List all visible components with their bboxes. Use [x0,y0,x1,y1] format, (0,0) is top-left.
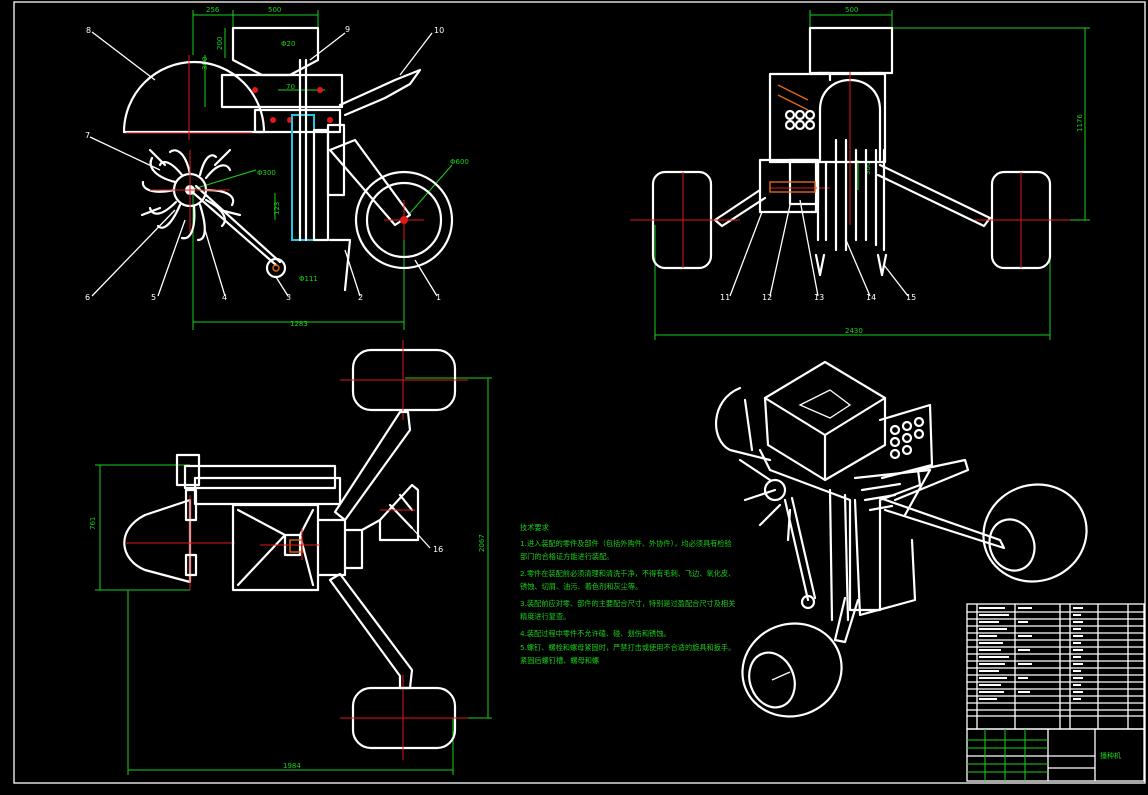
dim-phi600: Φ600 [450,158,469,166]
rear-view-callouts: 11 12 13 14 15 [720,199,916,302]
callout-16: 16 [433,545,443,554]
iso-lower-arm [833,596,860,644]
top-dim-2067: 2067 [478,534,486,552]
dim-123: 123 [273,202,281,215]
callout-14: 14 [866,293,876,302]
rear-dim-2430: 2430 [845,327,863,335]
note-line: 精度进行复查。 [520,612,570,621]
side-view-callouts: 8 9 10 7 6 5 4 3 2 1 [85,25,444,302]
notes-title: 技术要求 [520,523,549,532]
side-view: 256 500 200 300 Φ20 70 Φ300 123 Φ600 Φ11… [85,6,469,330]
title-block: 播种机 [966,728,1145,782]
iso-seed-cells [889,416,925,460]
frame-post [291,114,315,241]
callout-6: 6 [85,293,90,302]
top-handle [360,483,420,542]
note-line: 紧固后螺钉槽、螺母和螺 [520,656,599,665]
top-dim-761: 761 [89,517,97,530]
note-line: 4.装配过程中零件不允许磕、碰、划伤和锈蚀。 [520,629,671,638]
rear-left-arm [713,188,767,228]
iso-hood [715,386,772,462]
dim-256: 256 [206,6,220,14]
callout-15: 15 [906,293,916,302]
iso-lower-wheel [741,622,843,718]
handle-arm [338,68,422,117]
drawing-frame [13,1,1146,784]
top-upper-arm [333,410,412,522]
callout-10: 10 [434,26,444,35]
rear-dim-1176: 1176 [1076,114,1084,132]
dim-phi111: Φ111 [299,275,318,283]
note-line: 2.零件在装配前必须清理和清洗干净，不得有毛刺、飞边、氧化皮、 [520,569,735,578]
note-line: 5.螺钉、螺栓和螺母紧固时，严禁打击或使用不合适的旋具和扳手。 [520,643,735,652]
iso-right-wheel [982,483,1088,583]
top-hopper [231,503,320,592]
dim-phi20: Φ20 [281,40,295,48]
dim-1283: 1283 [290,320,308,328]
callout-2: 2 [358,293,363,302]
ground-wheel-small [265,257,287,279]
callout-9: 9 [345,25,350,34]
top-dim-1984: 1984 [283,762,301,770]
callout-5: 5 [151,293,156,302]
dim-500: 500 [268,6,281,14]
callout-1: 1 [436,293,441,302]
note-line: 锈蚀、切屑、油污、着色剂和灰尘等。 [520,582,642,591]
callout-11: 11 [720,293,730,302]
top-lower-arm [328,572,414,690]
rear-view: 500 1176 300 2430 [630,6,1090,340]
callout-13: 13 [814,293,824,302]
rear-right-arm [876,163,992,228]
note-line: 3.装配前应对零、部件的主要配合尺寸，特别是过盈配合尺寸及相关 [520,599,735,608]
iso-right-arm [878,496,1006,550]
top-view-dimensions: 761 2067 1984 [89,377,492,775]
isometric-view [715,360,1088,718]
rear-hopper [808,26,894,75]
dim-200: 200 [216,37,224,50]
top-view: 761 2067 1984 [89,340,492,775]
callout-7: 7 [85,131,90,140]
dim-70: 70 [286,83,295,91]
callout-3: 3 [286,293,291,302]
bill-of-materials [966,603,1145,730]
top-hood [123,498,192,584]
title-block-name: 播种机 [1100,751,1121,760]
note-line: 部门的合格证方能进行装配。 [520,552,613,561]
callout-12: 12 [762,293,772,302]
rear-dim-500: 500 [845,6,858,14]
callout-4: 4 [222,293,227,302]
technical-notes: 技术要求 1.进入装配的零件及部件（包括外购件、外协件），均必须具有检验 部门的… [520,523,735,665]
side-view-dimensions: 256 500 200 300 Φ20 70 Φ300 123 Φ600 Φ11… [189,6,469,330]
planting-star-wheel [140,148,287,279]
dim-phi300: Φ300 [257,169,276,177]
rear-dim-300: 300 [864,162,872,175]
note-line: 1.进入装配的零件及部件（包括外购件、外协件），均必须具有检验 [520,539,732,548]
iso-hopper [763,360,887,437]
drive-wheel [354,170,454,270]
rear-seed-cells [777,84,816,131]
callout-8: 8 [86,26,91,35]
